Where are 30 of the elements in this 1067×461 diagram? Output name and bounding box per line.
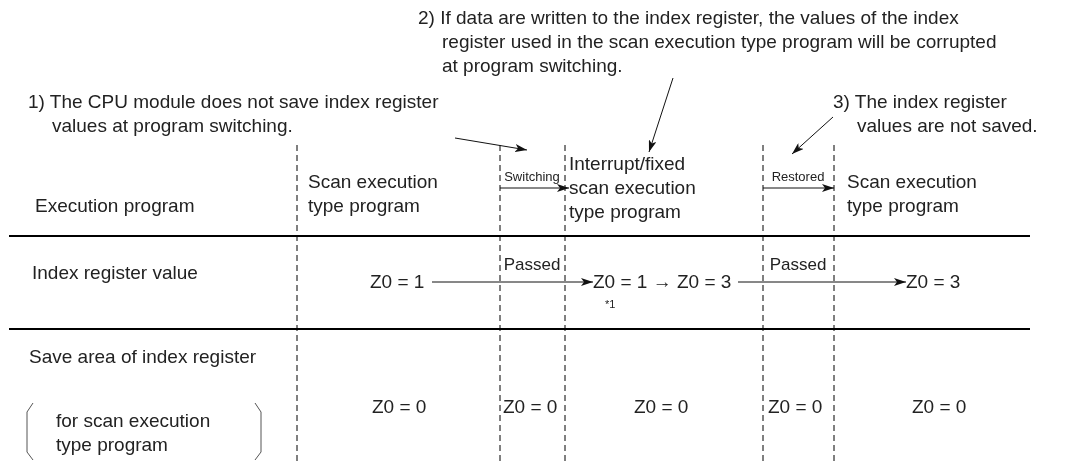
leader-line [648,77,674,153]
callout-note: 3) The index register values are not saved. [833,90,1067,138]
register-value: Z0 = 3 [906,270,976,294]
register-value: Z0 = 0 [634,395,689,419]
arrow [499,184,570,192]
register-value: Z0 = 0 [503,395,558,419]
arrow [762,184,835,192]
program-heading: Interrupt/fixed scan execution type program [569,152,763,224]
register-value: Z0 = 1 [370,270,432,294]
edge-label: Restored [771,169,825,183]
edge-label: Passed [769,255,827,273]
row-heading: Index register value [32,261,198,285]
edge-label: Passed [503,255,561,273]
register-value: Z0 = 0 [912,395,967,419]
leader-line [791,116,834,155]
row-heading: Save area of index register [29,345,257,369]
register-value: Z0 = 0 [768,395,823,419]
register-value: Z0 = 0 [372,395,427,419]
callout-note: 2) If data are written to the index register, the values of the index register used in the scan execution type program will be corrupted at program switching. [418,6,1008,78]
program-heading: Scan execution type program [308,170,500,218]
program-heading: Scan execution type program [834,170,1034,218]
arrow [431,278,594,286]
arrow [737,278,907,286]
row-subheading: for scan execution type program [56,409,212,457]
register-value: Z0 = 1 → Z0 = 3 [593,270,738,294]
footnote-mark: *1 [605,298,616,310]
edge-label: Switching [504,169,560,183]
row-heading: Execution program [35,194,195,218]
leader-line [454,137,528,152]
callout-note: 1) The CPU module does not save index register values at program switching. [28,90,498,138]
